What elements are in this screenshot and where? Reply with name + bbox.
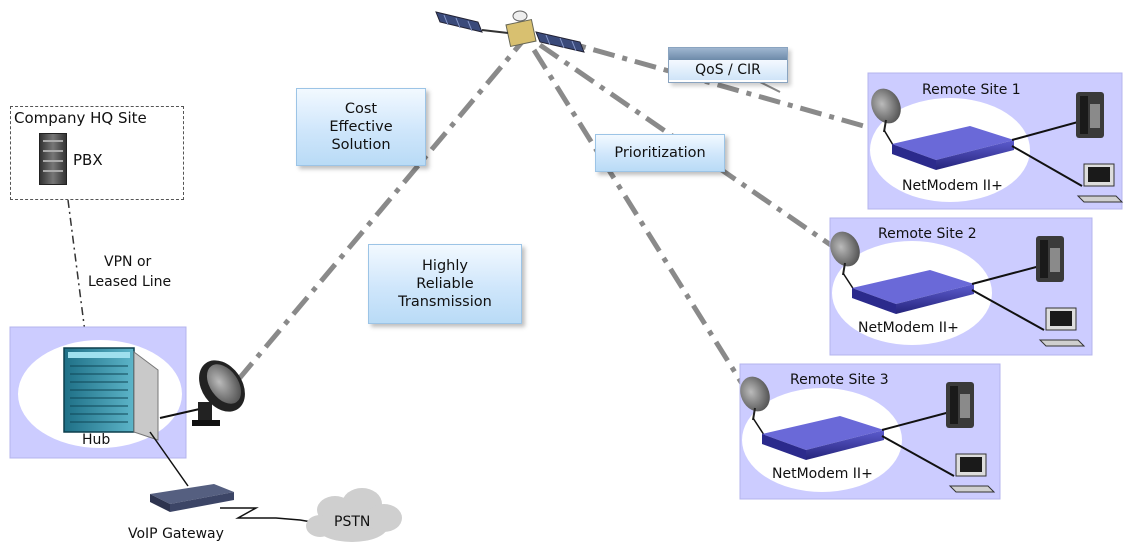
hub-label: Hub (82, 432, 111, 448)
modem-icon (852, 270, 974, 314)
computer-icon (1076, 163, 1124, 203)
hub-dish-cable (159, 407, 205, 419)
callout-line: Highly (422, 258, 468, 274)
voip-gateway-icon (150, 484, 234, 512)
pstn-cloud-icon (306, 488, 402, 542)
hq-site-box: Company HQ Site PBX (10, 106, 184, 200)
modem-icon (892, 126, 1014, 170)
pstn-label: PSTN (334, 514, 371, 530)
prioritization-callout: Prioritization (595, 134, 725, 172)
remote-site-3-modem-label: NetModem II+ (772, 466, 873, 482)
remote-site-3-title: Remote Site 3 (790, 372, 889, 388)
pstn-zigzag-link (220, 507, 313, 523)
vpn-link (67, 199, 87, 341)
callout-line: Effective (329, 119, 393, 135)
callout-line: Cost (344, 101, 378, 117)
callout-line: Transmission (398, 294, 492, 310)
computer-icon (1038, 307, 1086, 347)
remote-site-1-title: Remote Site 1 (922, 82, 1021, 98)
callout-line: Solution (331, 137, 391, 153)
remote-site-1-modem-label: NetModem II+ (902, 178, 1003, 194)
hq-site-title: Company HQ Site (14, 109, 147, 127)
remote-site-1-devices (871, 88, 1124, 203)
qos-cir-label: QoS / CIR (669, 60, 787, 80)
link-satellite-site1 (551, 35, 879, 133)
qos-cir-header-bar (669, 48, 787, 60)
callout-line: Reliable (416, 276, 474, 292)
remote-site-3-devices (740, 376, 996, 493)
vpn-label-line1: VPN or (104, 254, 152, 270)
remote-site-2-devices (830, 231, 1086, 347)
remote-site-2-modem-label: NetModem II+ (858, 320, 959, 336)
computer-icon (948, 453, 996, 493)
hub-gateway-cable (149, 431, 189, 487)
satellite-icon (435, 10, 585, 53)
voip-gateway-label: VoIP Gateway (128, 526, 224, 542)
pbx-label: PBX (73, 151, 103, 169)
highly-reliable-callout: Highly Reliable Transmission (368, 244, 522, 324)
phone-icon (1036, 236, 1064, 282)
phone-icon (1076, 92, 1104, 138)
cost-effective-callout: Cost Effective Solution (296, 88, 426, 166)
remote-site-2-title: Remote Site 2 (878, 226, 977, 242)
hub-dish-icon (192, 360, 245, 426)
qos-cir-callout: QoS / CIR (668, 47, 788, 83)
vpn-label-line2: Leased Line (88, 274, 172, 290)
hub-rack-icon (63, 347, 159, 441)
phone-icon (946, 382, 974, 428)
modem-icon (762, 416, 884, 460)
pbx-icon (39, 133, 67, 185)
link-hub-satellite (236, 40, 524, 382)
link-satellite-site3 (531, 48, 749, 392)
